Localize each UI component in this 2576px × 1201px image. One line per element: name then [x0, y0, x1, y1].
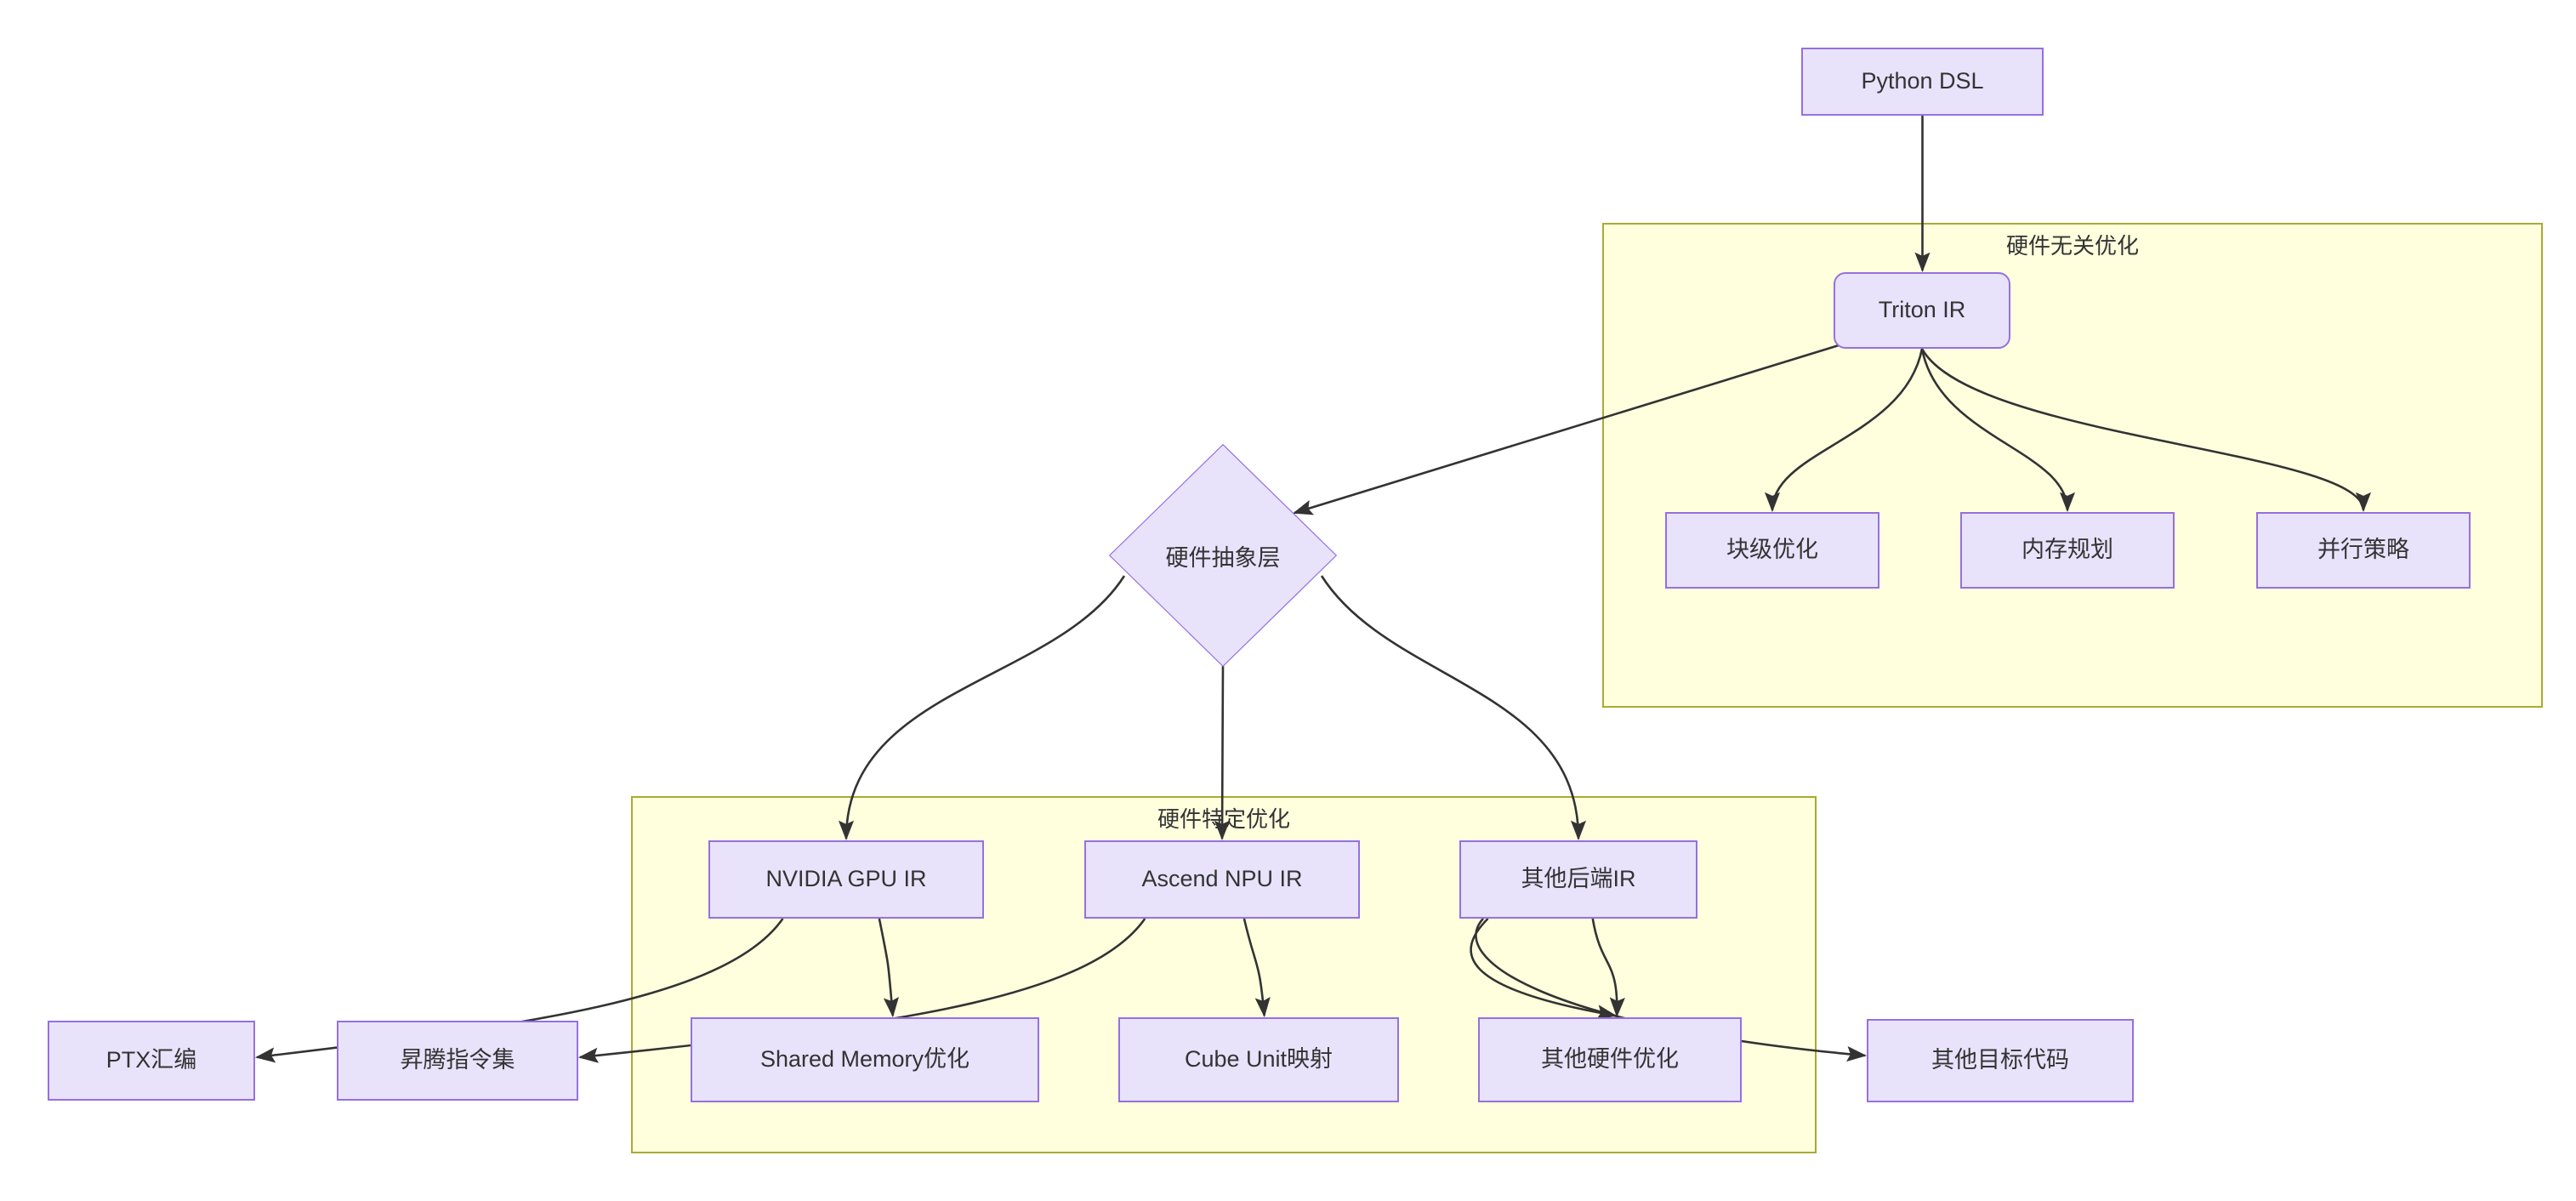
node-nvidia-gpu-ir[interactable]: NVIDIA GPU IR	[708, 840, 984, 919]
node-label-memory-planning: 内存规划	[2022, 537, 2113, 563]
node-memory-planning[interactable]: 内存规划	[1960, 512, 2175, 589]
node-label-nvidia-gpu-ir: NVIDIA GPU IR	[765, 866, 927, 892]
node-label-shared-memory-optimization: Shared Memory优化	[759, 1046, 970, 1073]
node-label-python-dsl: Python DSL	[1861, 68, 1984, 94]
node-label-other-hardware-optimization: 其他硬件优化	[1541, 1046, 1679, 1073]
node-ascend-instruction-set[interactable]: 昇腾指令集	[337, 1021, 578, 1101]
node-label-ascend-npu-ir: Ascend NPU IR	[1141, 866, 1303, 892]
node-ascend-npu-ir[interactable]: Ascend NPU IR	[1084, 840, 1360, 919]
node-label-cube-unit-mapping: Cube Unit映射	[1184, 1046, 1333, 1073]
cluster-hardware-independent-optimization: 硬件无关优化	[1602, 223, 2543, 708]
node-other-target-code[interactable]: 其他目标代码	[1867, 1019, 2134, 1102]
node-label-hardware-abstraction-layer: 硬件抽象层	[1165, 544, 1281, 571]
node-other-hardware-optimization[interactable]: 其他硬件优化	[1478, 1017, 1742, 1102]
node-python-dsl[interactable]: Python DSL	[1801, 48, 2044, 116]
cluster-label-hardware-specific: 硬件特定优化	[1157, 806, 1290, 832]
node-label-ascend-instruction-set: 昇腾指令集	[400, 1047, 515, 1073]
node-hardware-abstraction-layer[interactable]: 硬件抽象层	[1107, 442, 1339, 669]
node-label-other-target-code: 其他目标代码	[1931, 1047, 2069, 1073]
diamond-shape-icon	[1107, 442, 1339, 669]
node-label-ptx-assembly: PTX汇编	[105, 1047, 197, 1073]
node-parallel-strategy[interactable]: 并行策略	[2256, 512, 2471, 589]
node-cube-unit-mapping[interactable]: Cube Unit映射	[1118, 1017, 1399, 1102]
node-label-parallel-strategy: 并行策略	[2317, 537, 2409, 563]
node-ptx-assembly[interactable]: PTX汇编	[48, 1021, 255, 1101]
node-triton-ir[interactable]: Triton IR	[1834, 272, 2010, 349]
node-shared-memory-optimization[interactable]: Shared Memory优化	[691, 1017, 1039, 1102]
node-block-level-optimization[interactable]: 块级优化	[1665, 512, 1879, 589]
node-label-triton-ir: Triton IR	[1878, 297, 1966, 323]
node-other-backend-ir[interactable]: 其他后端IR	[1459, 840, 1697, 919]
cluster-label-hardware-independent: 硬件无关优化	[2005, 233, 2139, 259]
node-label-other-backend-ir: 其他后端IR	[1521, 866, 1636, 892]
node-label-block-level-optimization: 块级优化	[1726, 537, 1818, 563]
